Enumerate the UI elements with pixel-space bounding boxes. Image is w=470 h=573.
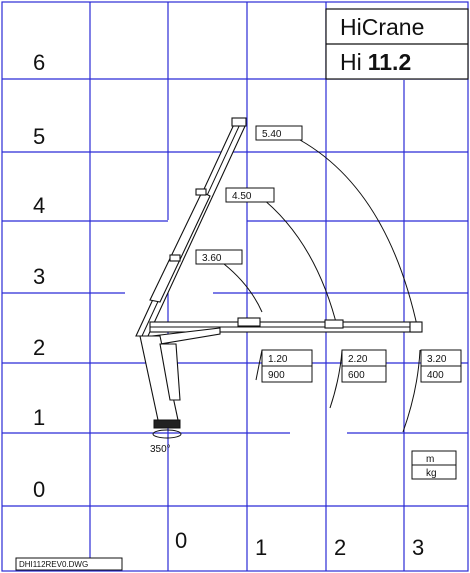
load-value: 900 — [268, 370, 285, 381]
x-tick-label: 1 — [255, 535, 267, 560]
load-value: 600 — [348, 370, 365, 381]
reach-labels: 3.60 4.50 5.40 — [195, 125, 303, 265]
reach-arc-5-40 — [299, 139, 419, 331]
x-axis-labels: 0 1 2 3 — [175, 528, 424, 560]
y-tick-label: 6 — [33, 50, 45, 75]
reach-arcs — [223, 139, 421, 433]
drawing-id-box — [15, 557, 123, 571]
boom-tip — [409, 321, 423, 333]
boom-joint — [169, 254, 181, 262]
reach-label: 3.60 — [202, 253, 222, 264]
reach-label-box — [225, 187, 275, 203]
unit-distance: m — [426, 454, 434, 465]
units-legend: m kg — [411, 450, 457, 480]
rotation-arrow — [152, 429, 182, 439]
y-axis-labels: 6 5 4 3 2 1 0 — [33, 50, 45, 502]
boom-tip — [231, 117, 247, 127]
reach-tick-1 — [255, 349, 263, 381]
reach-arc-lower-2 — [329, 349, 343, 409]
rotation-label: 350° — [150, 444, 171, 455]
model-prefix: Hi — [340, 49, 362, 75]
load-distance: 2.20 — [348, 354, 368, 365]
unit-load: kg — [426, 468, 437, 479]
column-cylinder — [159, 343, 181, 401]
y-tick-label: 3 — [33, 264, 45, 289]
y-tick-label: 4 — [33, 193, 45, 218]
brand-name: HiCrane — [340, 14, 424, 40]
drawing-id: DHI112REV0.DWG — [19, 560, 88, 569]
y-tick-label: 1 — [33, 405, 45, 430]
load-distance: 1.20 — [268, 354, 288, 365]
reach-label: 4.50 — [232, 191, 252, 202]
x-tick-label: 2 — [334, 535, 346, 560]
y-tick-label: 0 — [33, 477, 45, 502]
reach-label-box — [195, 249, 243, 265]
crane-boom-inclined — [135, 117, 247, 337]
boom-joint — [324, 319, 344, 329]
x-tick-label: 3 — [412, 535, 424, 560]
boom-cylinder — [149, 191, 211, 303]
crane-boom-horizontal — [149, 317, 423, 345]
load-table: 1.20 900 2.20 600 3.20 400 — [261, 349, 462, 383]
crane-base — [153, 419, 181, 429]
load-value: 400 — [427, 370, 444, 381]
y-tick-label: 5 — [33, 124, 45, 149]
reach-arc-4-50 — [257, 194, 339, 331]
reach-label: 5.40 — [262, 129, 282, 140]
grid-horizontal-lines — [2, 78, 468, 507]
load-distance: 3.20 — [427, 354, 447, 365]
crane-column: 350° — [139, 335, 182, 455]
y-tick-label: 2 — [33, 335, 45, 360]
reach-label-box — [255, 125, 303, 141]
x-tick-label: 0 — [175, 528, 187, 553]
reach-arc-lower-3 — [402, 349, 421, 433]
boom-joint — [195, 188, 207, 196]
reach-arc-3-60 — [223, 263, 263, 313]
model-number: 11.2 — [368, 49, 412, 75]
boom-joint — [237, 317, 261, 327]
